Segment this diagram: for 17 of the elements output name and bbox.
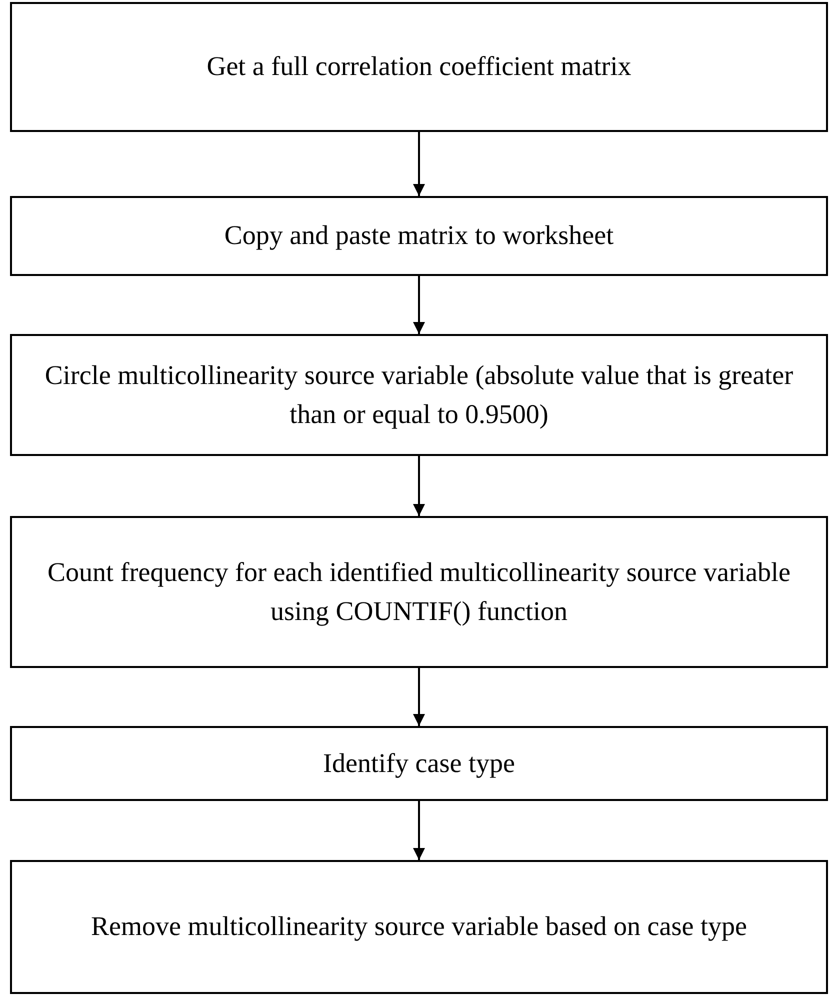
arrow: [413, 132, 425, 196]
step-text: Remove multicollinearity source variable based on case type: [90, 910, 747, 944]
process-box: [10, 516, 828, 668]
step-text: Identify case type: [323, 746, 515, 780]
step-text: Copy and paste matrix to worksheet: [224, 219, 614, 252]
step-text: Get a full correlation coefficient matrix: [206, 50, 632, 84]
process-box: [10, 726, 828, 801]
process-box: [10, 196, 828, 276]
arrow: [413, 456, 425, 516]
step-text: Count frequency for each identified multicollinearity source variable using COUNTIF() function: [46, 556, 792, 628]
process-box: [10, 334, 828, 456]
arrow: [413, 276, 425, 334]
step-text: Circle multicollinearity source variable (absolute value that is greater than or equal to 0.9500): [44, 358, 794, 431]
arrow: [413, 668, 425, 726]
arrow: [413, 801, 425, 860]
process-box: [10, 860, 828, 994]
process-box: [10, 2, 828, 132]
